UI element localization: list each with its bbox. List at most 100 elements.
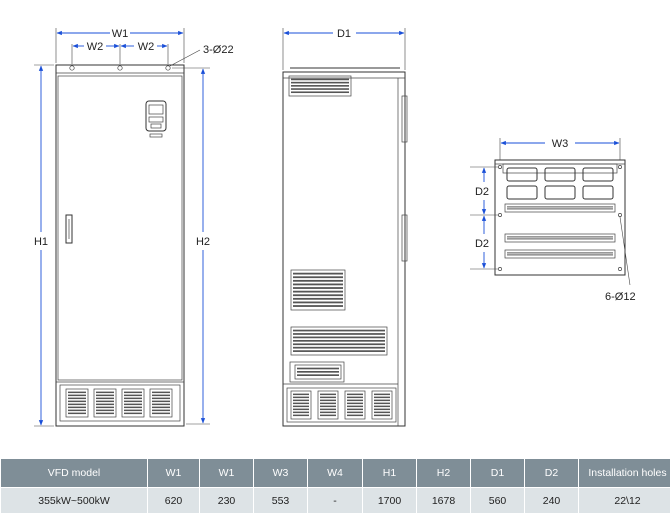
vent-slat — [347, 393, 363, 396]
vent-slat — [152, 397, 170, 400]
table-header-cell: H1 — [363, 459, 416, 487]
vent-slat — [291, 78, 349, 81]
label-d1: D1 — [337, 28, 351, 40]
table-cell: 560 — [471, 488, 524, 513]
vent-slat — [68, 400, 86, 403]
mount-slot — [544, 167, 576, 182]
vent-slat — [68, 412, 86, 415]
vent-grille — [290, 269, 346, 311]
vent-slat — [291, 85, 349, 87]
vent-slat — [96, 409, 114, 412]
vent-slat — [320, 414, 336, 417]
table-cell: 1678 — [417, 488, 470, 513]
vent-slat — [320, 399, 336, 402]
vent-slat — [507, 206, 613, 208]
vent-slat — [96, 397, 114, 400]
label-front-holes: 3-Ø22 — [203, 44, 234, 56]
vent-slat — [293, 408, 309, 411]
vent-slat — [293, 402, 309, 405]
vent-slat — [293, 272, 343, 275]
vent-slat — [152, 394, 170, 397]
label-h1: H1 — [34, 236, 48, 248]
vent-slat — [124, 409, 142, 412]
table-header-cell: D2 — [525, 459, 578, 487]
vent-grille — [504, 249, 616, 259]
vent-slat — [293, 333, 385, 335]
vent-slat — [293, 279, 343, 282]
vent-grille — [317, 390, 339, 420]
vent-slat — [374, 393, 390, 396]
vent-slat — [293, 336, 385, 339]
vent-slat — [124, 394, 142, 397]
vent-grille — [294, 364, 342, 380]
vent-slat — [152, 412, 170, 415]
vent-slat — [291, 88, 349, 90]
table-header-cell: D1 — [471, 459, 524, 487]
side-view — [282, 67, 408, 427]
vent-slat — [152, 406, 170, 409]
vent-slat — [293, 393, 309, 396]
vent-slat — [293, 411, 309, 414]
vent-grille — [290, 390, 312, 420]
label-w2-right: W2 — [138, 41, 155, 53]
vent-slat — [293, 396, 309, 399]
side-vent-grilles — [288, 75, 393, 420]
vent-slat — [507, 208, 613, 210]
vent-slat — [347, 402, 363, 405]
vent-slat — [293, 301, 343, 304]
vent-slat — [293, 399, 309, 402]
vent-grille — [504, 233, 616, 243]
label-mount-holes: 6-Ø12 — [605, 291, 636, 303]
side-dimensions: D1 — [282, 28, 406, 70]
dimension-drawing: W1 W2 W2 3-Ø22 H1 H2 — [34, 28, 636, 427]
front-vent-grilles — [65, 388, 173, 418]
vent-slat — [291, 91, 349, 94]
vent-slat — [374, 408, 390, 411]
vent-slat — [96, 412, 114, 415]
vent-grille — [344, 390, 366, 420]
table-cell: - — [308, 488, 362, 513]
vent-slat — [96, 400, 114, 403]
vent-slat — [320, 402, 336, 405]
vent-slat — [297, 367, 339, 370]
vent-slat — [347, 411, 363, 414]
table-header-cell: VFD model — [1, 459, 147, 487]
table-header-cell: H2 — [417, 459, 470, 487]
vent-slat — [507, 238, 613, 240]
table-cell: 355kW~500kW — [1, 488, 147, 513]
vent-slat — [293, 287, 343, 289]
mount-slot — [544, 185, 576, 200]
vent-slat — [374, 396, 390, 399]
vent-slat — [297, 374, 339, 376]
vent-slat — [152, 391, 170, 394]
vent-slat — [68, 397, 86, 400]
vent-slat — [293, 343, 385, 346]
vent-slat — [293, 283, 343, 286]
label-w2-left: W2 — [87, 41, 104, 53]
vent-grille — [65, 388, 89, 418]
label-d2-top: D2 — [475, 186, 489, 198]
vent-slat — [374, 405, 390, 408]
table-header-cell: W1 — [148, 459, 199, 487]
mount-slot — [582, 185, 614, 200]
vent-slat — [124, 391, 142, 394]
vent-slat — [374, 399, 390, 402]
vent-slat — [507, 254, 613, 256]
vent-slat — [293, 350, 385, 352]
vent-grille — [504, 203, 616, 213]
mount-slot — [582, 167, 614, 182]
vent-grille — [288, 75, 352, 97]
mount-slot — [506, 167, 538, 182]
vent-grille — [121, 388, 145, 418]
vent-slat — [96, 406, 114, 409]
vent-grille — [149, 388, 173, 418]
table-cell: 22\12 — [579, 488, 670, 513]
vent-slat — [297, 371, 339, 373]
label-w3: W3 — [552, 138, 569, 150]
vent-slat — [293, 290, 343, 293]
vent-slat — [320, 411, 336, 414]
label-d2-bottom: D2 — [475, 238, 489, 250]
vent-slat — [320, 393, 336, 396]
